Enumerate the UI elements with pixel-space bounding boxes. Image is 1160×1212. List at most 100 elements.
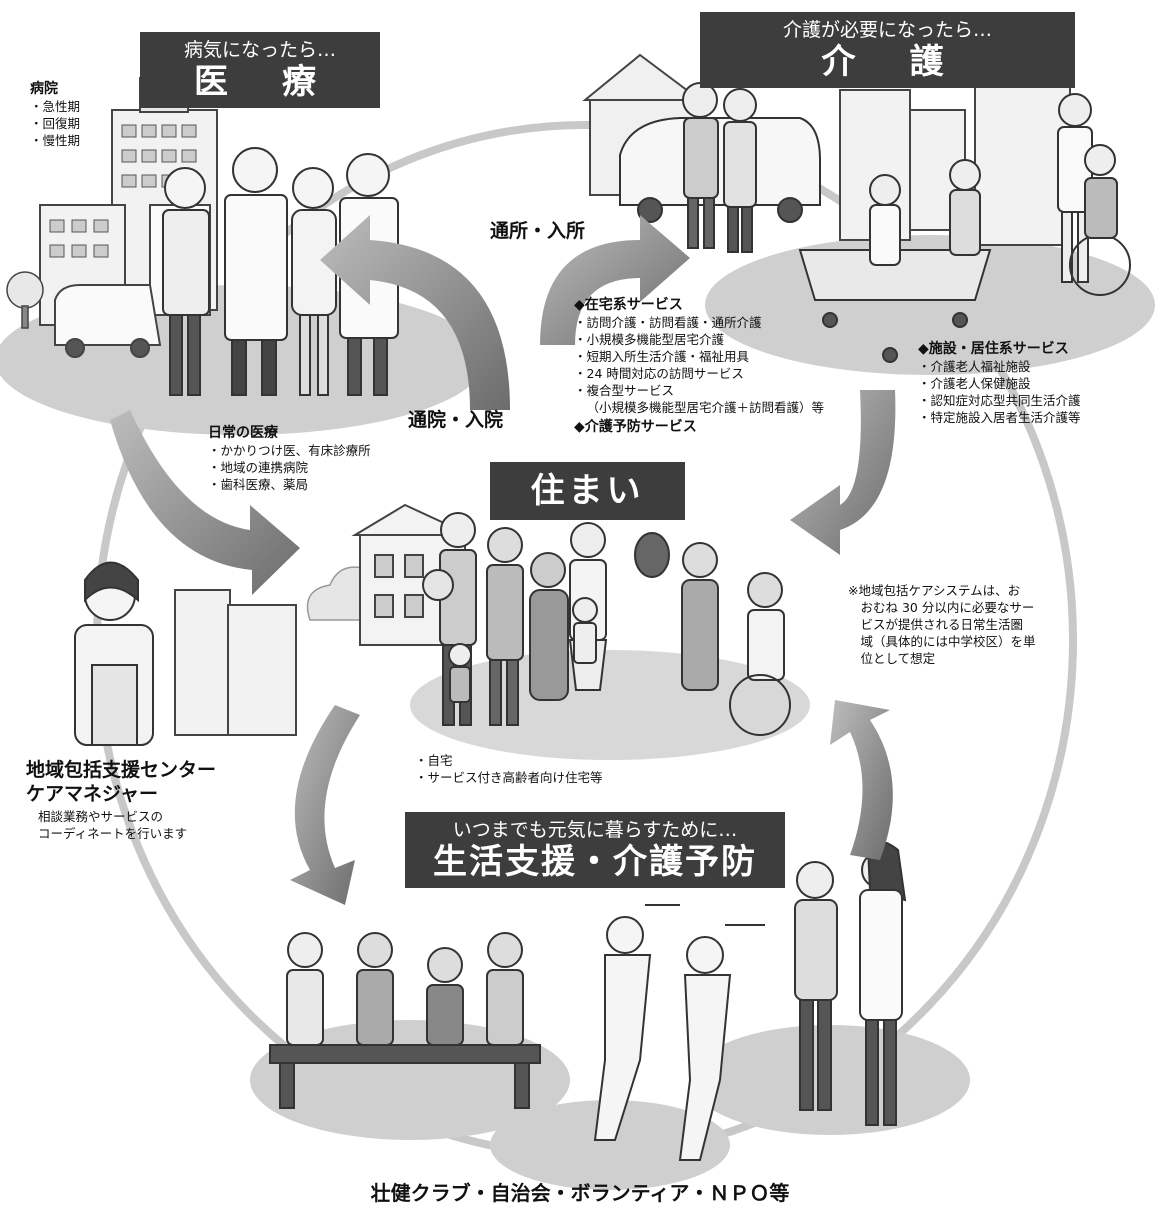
seated-woman-2 xyxy=(486,932,524,1046)
care-center-description-line1: 相談業務やサービスの xyxy=(38,809,164,824)
exercising-woman-2 xyxy=(678,924,765,1161)
care-center-info: 地域包括支援センター ケアマネジャー 相談業務やサービスの コーディネートを行い… xyxy=(26,758,216,842)
area-note-line2: おむね 30 分以内に必要なサー xyxy=(860,600,1035,615)
area-note: ※地域包括ケアシステムは、お おむね 30 分以内に必要なサー ビスが提供される… xyxy=(848,582,1036,667)
seated-man-2 xyxy=(426,947,464,1046)
care-facility-building xyxy=(839,74,1071,246)
balloon-icon-2 xyxy=(634,532,670,578)
care-banner-subtitle: 介護が必要になったら… xyxy=(782,19,992,41)
medical-staff-figures xyxy=(162,147,399,396)
list-item: 短期入所生活介護・福祉用具 xyxy=(574,348,824,365)
arrow-care-to-housing xyxy=(790,390,896,555)
living-banner: いつまでも元気に暮らすために… 生活支援・介護予防 xyxy=(405,812,785,888)
home-services-title: ◆在宅系サービス xyxy=(574,297,683,313)
arrow-living-to-housing-right xyxy=(830,700,893,860)
home-services-list: 訪問介護・訪問看護・通所介護 小規模多機能型居宅介護 短期入所生活介護・福祉用具… xyxy=(574,314,825,416)
balloon-icon-1 xyxy=(422,569,454,601)
list-item: サービス付き高齢者向け住宅等 xyxy=(415,769,603,786)
list-item: 特定施設入居者生活介護等 xyxy=(918,409,1081,426)
list-item: 訪問介護・訪問看護・通所介護 xyxy=(574,314,824,331)
list-item: 急性期 xyxy=(30,98,81,115)
area-note-line3: ビスが提供される日常生活圏 xyxy=(860,617,1024,632)
doctor-figure-1 xyxy=(224,147,288,396)
tree-icon xyxy=(6,271,44,329)
list-item-continuation: （小規模多機能型居宅介護＋訪問看護）等 xyxy=(586,400,825,415)
child-figure-2 xyxy=(572,597,598,664)
care-banner-title: 介 護 xyxy=(821,42,954,82)
wheelchair-elder-figure xyxy=(729,572,791,736)
list-item: 複合型サービス xyxy=(574,382,824,399)
walking-elder-helper-figures xyxy=(794,841,907,1126)
care-center-title-line1: 地域包括支援センター xyxy=(26,759,217,781)
elderly-man-cane-figure-2 xyxy=(794,861,838,1111)
area-note-line5: 位として想定 xyxy=(860,651,936,666)
nurse-figure-2 xyxy=(291,167,337,396)
living-banner-subtitle: いつまでも元気に暮らすために… xyxy=(452,819,738,841)
medical-banner-subtitle: 病気になったら… xyxy=(183,39,336,61)
seated-elderly-figures xyxy=(286,932,524,1046)
housing-info: 自宅 サービス付き高齢者向け住宅等 xyxy=(415,752,603,786)
care-center-title-line2: ケアマネジャー xyxy=(26,783,159,805)
caregiver-figure-4 xyxy=(1057,93,1093,283)
elderly-man-cane-figure xyxy=(682,82,719,249)
list-item: 24 時間対応の訪問サービス xyxy=(574,365,824,382)
bench-icon xyxy=(269,1044,541,1109)
list-item: 認知症対応型共同生活介護 xyxy=(918,392,1081,409)
grandma-cane-figure xyxy=(681,542,719,691)
helper-woman-figure xyxy=(859,841,907,1126)
care-center-description: 相談業務やサービスの コーディネートを行います xyxy=(26,808,216,842)
seated-woman-1 xyxy=(286,932,324,1046)
child-figure-1 xyxy=(448,643,472,703)
grandmother-figure xyxy=(529,552,569,701)
facility-services-title: ◆施設・居住系サービス xyxy=(918,341,1069,357)
caregiver-figure-3 xyxy=(949,159,981,256)
care-figures xyxy=(682,82,1131,363)
arrow-medical-to-housing xyxy=(110,410,300,595)
list-item: 介護老人福祉施設 xyxy=(918,358,1081,375)
housing-banner: 住まい xyxy=(490,462,685,520)
list-item: 歯科医療、薬局 xyxy=(208,476,371,493)
care-manager-figure xyxy=(74,561,154,746)
home-services-info: ◆在宅系サービス 訪問介護・訪問看護・通所介護 小規模多機能型居宅介護 短期入所… xyxy=(574,296,824,436)
daily-medical-info: 日常の医療 かかりつけ医、有床診療所 地域の連携病院 歯科医療、薬局 xyxy=(208,424,371,493)
seated-man-1 xyxy=(356,932,394,1046)
list-item: 慢性期 xyxy=(30,132,81,149)
hospital-list: 急性期 回復期 慢性期 xyxy=(30,98,81,149)
list-item: 介護老人保健施設 xyxy=(918,375,1081,392)
flow-arrows xyxy=(110,215,896,905)
list-item: かかりつけ医、有床診療所 xyxy=(208,442,371,459)
care-van-icon xyxy=(619,117,821,223)
ambulance-icon xyxy=(54,284,162,358)
daily-medical-title: 日常の医療 xyxy=(208,425,278,441)
area-note-line4: 域（具体的には中学校区）を単 xyxy=(860,634,1036,649)
facility-services-info: ◆施設・居住系サービス 介護老人福祉施設 介護老人保健施設 認知症対応型共同生活… xyxy=(918,340,1081,426)
hospital-info: 病院 急性期 回復期 慢性期 xyxy=(30,80,80,149)
medical-banner-title: 医 療 xyxy=(194,62,326,102)
bathtub-icon xyxy=(798,249,992,363)
exercising-woman-1 xyxy=(593,904,680,1141)
outpatient-label: 通院・入院 xyxy=(408,409,504,431)
wheelchair-icon xyxy=(1069,144,1131,296)
list-item: 回復期 xyxy=(30,115,81,132)
living-banner-title: 生活支援・介護予防 xyxy=(433,842,757,882)
caregiver-figure-1 xyxy=(723,88,757,253)
housing-list: 自宅 サービス付き高齢者向け住宅等 xyxy=(415,752,603,786)
list-item: 自宅 xyxy=(415,752,603,769)
grandfather-figure xyxy=(486,527,524,726)
hospital-title: 病院 xyxy=(30,81,58,97)
caregiver-figure-2 xyxy=(869,174,901,266)
care-center-description-line2: コーディネートを行います xyxy=(38,826,188,841)
living-ground-mid xyxy=(490,1100,730,1190)
housing-banner-title: 住まい xyxy=(530,471,645,511)
care-center-building xyxy=(174,589,297,736)
list-item: 小規模多機能型居宅介護 xyxy=(574,331,824,348)
nurse-figure-1 xyxy=(162,167,210,396)
medical-banner: 病気になったら… 医 療 xyxy=(140,32,380,108)
prevention-services-title: ◆介護予防サービス xyxy=(574,419,697,435)
list-item: 地域の連携病院 xyxy=(208,459,371,476)
arrow-housing-to-living-left xyxy=(290,705,360,905)
facility-services-list: 介護老人福祉施設 介護老人保健施設 認知症対応型共同生活介護 特定施設入居者生活… xyxy=(918,358,1081,426)
care-center-title: 地域包括支援センター ケアマネジャー xyxy=(26,758,216,806)
community-footer: 壮健クラブ・自治会・ボランティア・ＮＰＯ等 xyxy=(370,1181,790,1205)
